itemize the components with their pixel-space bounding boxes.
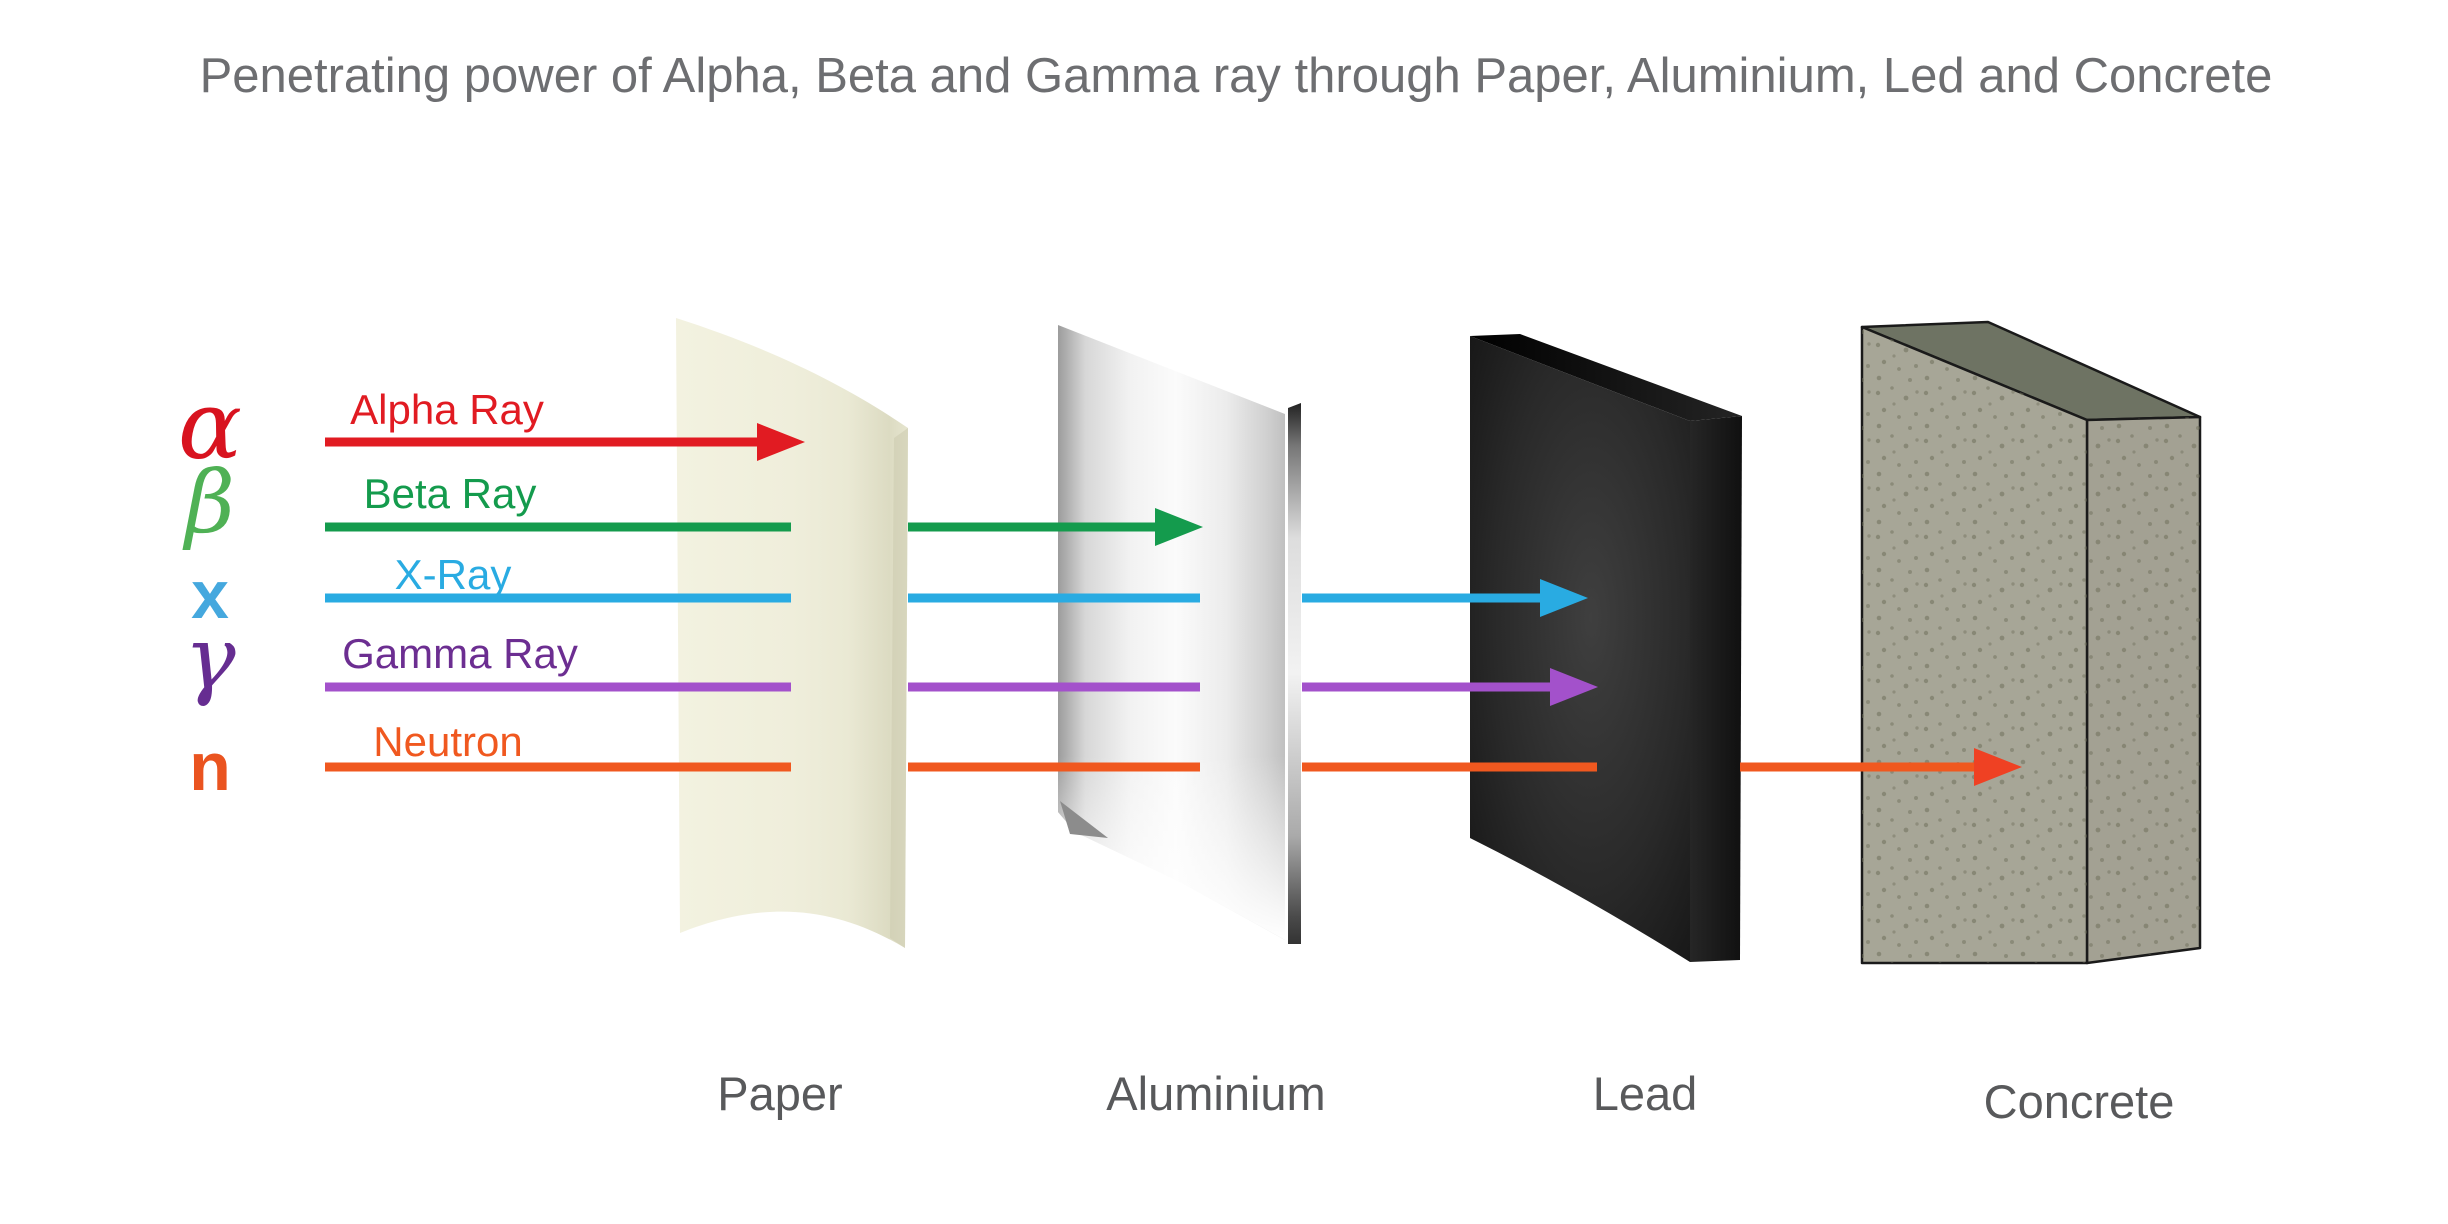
diagram-title: Penetrating power of Alpha, Beta and Gam… <box>200 49 2273 103</box>
ray-neutron: n Neutron <box>189 718 2022 805</box>
aluminium-bottom-fold <box>1060 801 1108 838</box>
material-label-concrete: Concrete <box>1984 1075 2175 1128</box>
ray-gamma: γ Gamma Ray <box>184 609 1598 709</box>
alpha-symbol: α <box>178 371 242 481</box>
beta-ray-label: Beta Ray <box>364 470 537 517</box>
lead-top-face <box>1470 334 1742 421</box>
concrete-side-speckle <box>2087 417 2200 963</box>
neutron-label: Neutron <box>373 718 522 765</box>
aluminium-sheet-fade <box>1058 325 1285 940</box>
material-label-lead: Lead <box>1593 1067 1698 1120</box>
lead-side-face <box>1690 416 1742 962</box>
beta-symbol: β <box>182 453 235 553</box>
concrete-front-speckle <box>1862 327 2087 963</box>
paper-edge-shade <box>890 428 908 948</box>
xray-symbol: x <box>191 557 229 633</box>
paper-sheet <box>676 318 908 948</box>
xray-label: X-Ray <box>395 551 512 598</box>
aluminium-right-edge <box>1288 403 1301 944</box>
ray-xray: x X-Ray <box>191 551 1588 633</box>
lead-front-face <box>1470 336 1690 962</box>
gamma-symbol: γ <box>184 609 236 709</box>
alpha-ray-label: Alpha Ray <box>350 386 544 433</box>
alpha-ray-arrowhead <box>757 423 805 461</box>
neutron-arrowhead <box>1974 748 2022 786</box>
gamma-ray-label: Gamma Ray <box>342 630 578 677</box>
barrier-concrete <box>1860 320 2202 965</box>
ray-alpha: α Alpha Ray <box>178 371 805 481</box>
barrier-aluminium <box>1058 325 1301 944</box>
gamma-ray-arrowhead <box>1550 668 1598 706</box>
barrier-lead <box>1470 334 1742 962</box>
material-label-aluminium: Aluminium <box>1106 1067 1325 1120</box>
beta-ray-arrowhead <box>1155 508 1203 546</box>
ray-beta: β Beta Ray <box>182 453 1203 553</box>
neutron-symbol: n <box>189 729 231 805</box>
xray-arrowhead <box>1540 579 1588 617</box>
barrier-paper <box>676 318 908 948</box>
material-label-paper: Paper <box>717 1067 842 1120</box>
